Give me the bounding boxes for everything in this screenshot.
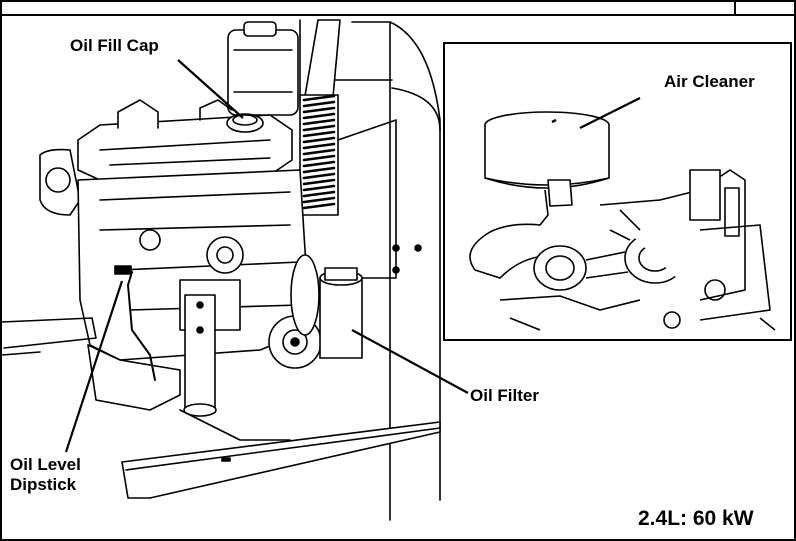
oil-fill-cap-shape (226, 113, 264, 133)
oil-filter-leader (351, 329, 469, 394)
air-cleaner-leader (579, 97, 641, 129)
side-bracket (337, 119, 397, 279)
mount-legs (184, 294, 216, 411)
oil-fill-cap-label: Oil Fill Cap (70, 36, 159, 55)
front-housing (39, 148, 81, 216)
oil-level-dipstick-label-line1: Oil Level (10, 455, 81, 474)
model-label: 2.4L: 60 kW (638, 507, 754, 530)
oil-pan (87, 344, 181, 411)
oil-level-dipstick-label-line2: Dipstick (10, 475, 77, 494)
air-cleaner-inset (443, 42, 792, 341)
air-cleaner-label: Air Cleaner (664, 72, 755, 91)
header-strip (2, 2, 796, 16)
pulley-group (268, 254, 322, 369)
frame-rail-left (1, 317, 97, 349)
oil-filter-shape (319, 267, 363, 359)
enclosure-panel (299, 19, 441, 521)
base-rail (121, 421, 441, 499)
coolant-tank (227, 21, 299, 116)
radiator-core (299, 94, 339, 216)
header-divider (734, 2, 736, 16)
dipstick-leader (64, 280, 124, 453)
oil-fill-cap-leader (177, 59, 244, 119)
oil-filter-label: Oil Filter (470, 386, 539, 405)
